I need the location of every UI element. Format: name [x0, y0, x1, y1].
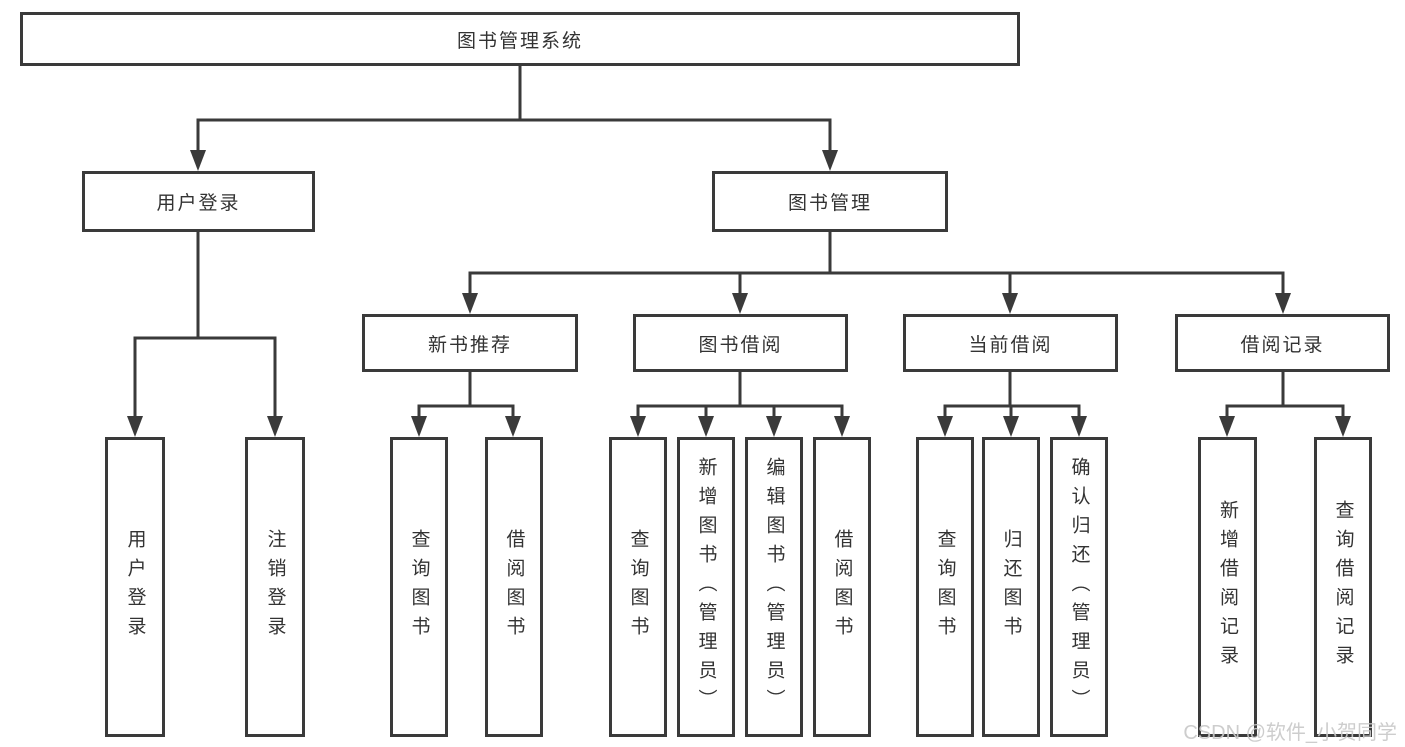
node-book-borrow: 图书借阅: [633, 314, 848, 372]
leaf-borrow-books: 借阅图书: [485, 437, 543, 737]
node-user-login: 用户登录: [82, 171, 315, 232]
leaf-borrow-books: 借阅图书: [813, 437, 871, 737]
node-label: 查询图书: [408, 529, 430, 645]
node-label: 确认归还（管理员）: [1068, 456, 1090, 718]
node-label: 图书管理: [787, 193, 872, 214]
node-book-management: 图书管理: [712, 171, 948, 232]
node-label: 查询借阅记录: [1332, 500, 1354, 674]
leaf-logout: 注销登录: [245, 437, 305, 737]
csdn-watermark: CSDN @软件_小贺同学: [1183, 722, 1397, 744]
node-label: 编辑图书（管理员）: [763, 456, 785, 718]
leaf-return-books: 归还图书: [982, 437, 1040, 737]
leaf-user-login: 用户登录: [105, 437, 165, 737]
leaf-query-borrow-record: 查询借阅记录: [1314, 437, 1372, 737]
node-current-borrow: 当前借阅: [903, 314, 1118, 372]
node-label: 查询图书: [934, 529, 956, 645]
node-label: 图书管理系统: [456, 30, 583, 52]
node-library-system: 图书管理系统: [20, 12, 1020, 66]
leaf-edit-book-admin: 编辑图书（管理员）: [745, 437, 803, 737]
node-borrow-records: 借阅记录: [1175, 314, 1390, 372]
node-label: 新增借阅记录: [1217, 500, 1238, 674]
leaf-query-books: 查询图书: [390, 437, 448, 737]
node-label: 查询图书: [627, 529, 649, 645]
node-label: 新书推荐: [427, 334, 512, 356]
leaf-confirm-return-admin: 确认归还（管理员）: [1050, 437, 1108, 737]
node-label: 借阅图书: [831, 529, 853, 645]
node-new-book-recommend: 新书推荐: [362, 314, 578, 372]
node-label: 当前借阅: [968, 334, 1053, 356]
node-label: 注销登录: [264, 529, 286, 645]
node-label: 用户登录: [156, 193, 241, 214]
node-label: 新增图书（管理员）: [695, 456, 717, 718]
leaf-add-book-admin: 新增图书（管理员）: [677, 437, 735, 737]
leaf-add-borrow-record: 新增借阅记录: [1198, 437, 1257, 737]
leaf-query-books: 查询图书: [609, 437, 667, 737]
node-label: 借阅记录: [1240, 334, 1325, 356]
node-label: 归还图书: [1000, 529, 1022, 645]
node-label: 图书借阅: [698, 334, 783, 356]
node-label: 借阅图书: [503, 529, 525, 645]
node-label: 用户登录: [124, 529, 146, 645]
leaf-query-books: 查询图书: [916, 437, 974, 737]
